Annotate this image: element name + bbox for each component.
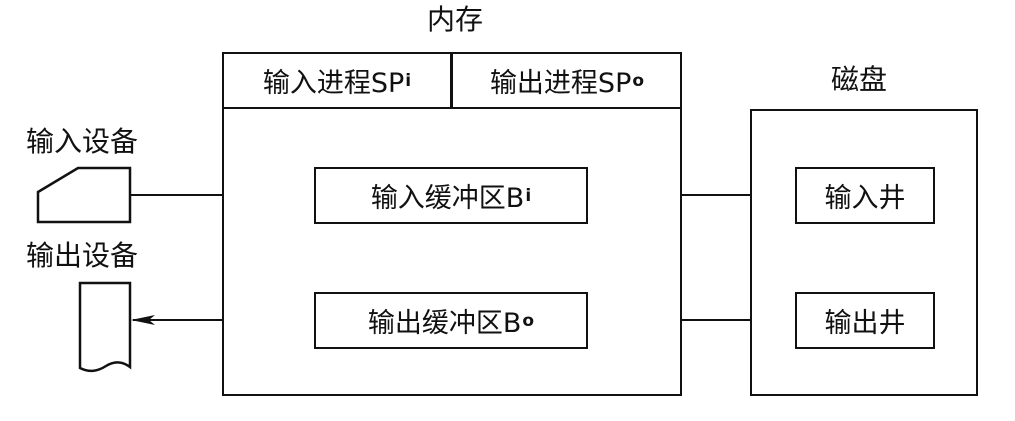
disk-title: 磁盘 xyxy=(831,63,888,96)
output-device-icon xyxy=(78,281,132,373)
output-process-subscript: o xyxy=(632,70,645,91)
output-process-label: 输出进程SP xyxy=(489,68,632,99)
process-divider xyxy=(450,52,453,109)
output-device-label: 输出设备 xyxy=(26,239,139,272)
disk-box xyxy=(750,109,978,396)
input-buffer-label: 输入缓冲区B xyxy=(370,183,525,214)
input-device-label: 输入设备 xyxy=(26,125,139,158)
input-buffer-subscript: i xyxy=(525,185,532,206)
output-well-box: 输出井 xyxy=(795,292,935,349)
memory-title: 内存 xyxy=(427,3,484,36)
input-process-label: 输入进程SP xyxy=(262,68,405,99)
input-process-subscript: i xyxy=(405,70,412,91)
output-buffer-label: 输出缓冲区B xyxy=(367,308,522,339)
output-buffer-subscript: o xyxy=(522,310,535,331)
input-device-icon xyxy=(36,166,132,224)
input-well-box: 输入井 xyxy=(795,167,935,224)
